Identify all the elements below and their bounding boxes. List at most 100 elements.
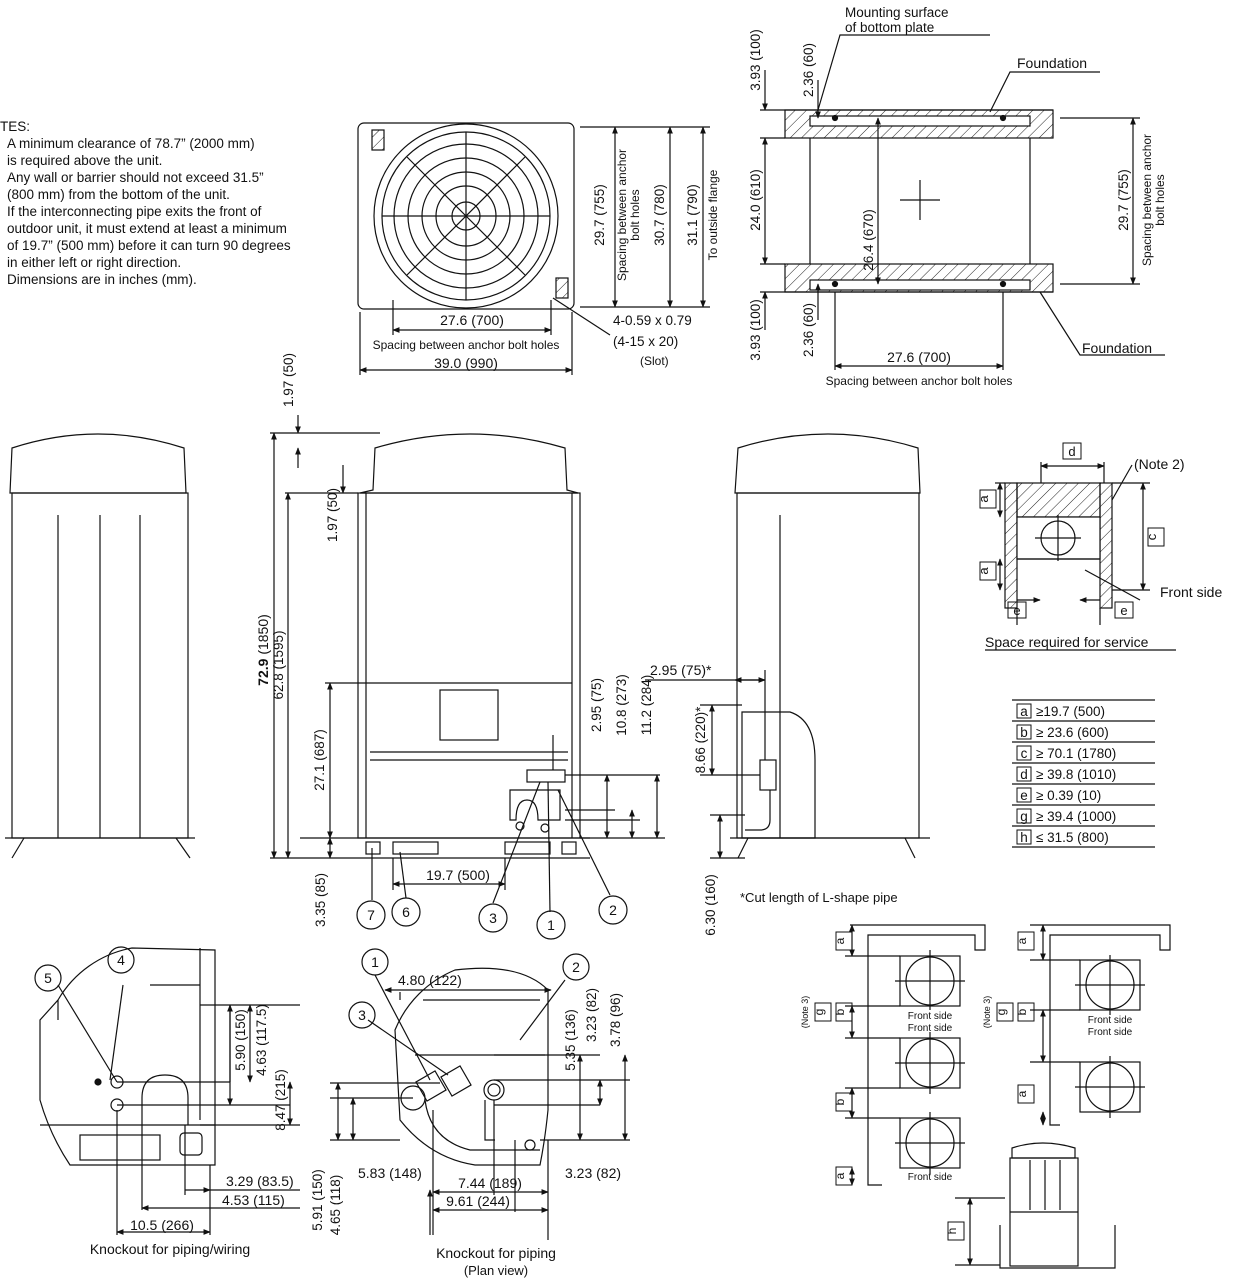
fnd-spacing-v1: Spacing between anchor (1140, 134, 1154, 266)
note-line: of 19.7” (500 mm) before it can turn 90 … (7, 238, 291, 253)
inst1-b-2: b (833, 1098, 847, 1105)
svc-front-side: Front side (1160, 584, 1222, 600)
spec-value-c: ≥ 70.1 (1780) (1036, 746, 1116, 761)
inst2-note3: (Note 3) (982, 996, 992, 1029)
kp-dim-148: 5.83 (148) (358, 1165, 422, 1181)
kp-dim-189: 7.44 (189) (458, 1175, 522, 1191)
top-dim-anchor: 27.6 (700) (440, 312, 504, 328)
kp-dim-136: 5.35 (136) (563, 1009, 578, 1071)
inst1-front-side-1: Front side (908, 1011, 953, 1022)
kp-callout-2: 2 (572, 959, 580, 975)
callout-7: 7 (367, 907, 375, 923)
inst2-b: b (1015, 1008, 1029, 1015)
spec-key-c: c (1021, 746, 1028, 761)
inst1-front-side-3: Front side (908, 1172, 953, 1183)
top-slot-2: (4-15 x 20) (613, 334, 678, 349)
spec-key-b: b (1020, 725, 1028, 740)
top-outside-flange: To outside flange (706, 169, 720, 260)
callout-1: 1 (547, 917, 555, 933)
inst2-front-side-2: Front side (1088, 1027, 1133, 1038)
kw-dim-115: 4.53 (115) (222, 1192, 285, 1208)
service-space-diagram (1004, 482, 1113, 625)
top-slot-1: 4-0.59 x 0.79 (613, 313, 692, 328)
foundation-top-label: Foundation (1017, 55, 1087, 71)
kp-callout-1: 1 (371, 954, 379, 970)
inst2-g: g (994, 1009, 1008, 1016)
svc-label-a-bottom: a (976, 567, 991, 575)
mounting-label-2: of bottom plate (845, 20, 934, 35)
knockout-piping-detail (394, 967, 549, 1166)
notes-heading: TES: (0, 119, 31, 134)
top-dim-780: 30.7 (780) (652, 184, 667, 246)
top-spacing-v1: Spacing between anchor (615, 149, 629, 281)
front-dim-1595: 62.8 (1595) (271, 630, 286, 699)
fnd-dim-700: 27.6 (700) (887, 349, 951, 365)
front-dim-75: 2.95 (75) (589, 678, 604, 732)
svc-label-c: c (1144, 533, 1159, 540)
callout-4: 4 (117, 952, 125, 968)
fnd-dim-bottom-60: 2.36 (60) (801, 303, 816, 357)
front-dim-inner-50: 1.97 (50) (325, 488, 340, 542)
spec-key-g: g (1020, 809, 1028, 824)
svc-note2: (Note 2) (1134, 456, 1185, 472)
note-line: A minimum clearance of 78.7” (2000 mm) (7, 136, 255, 151)
inst1-a-bottom: a (833, 1172, 847, 1179)
kw-dim-150: 5.90 (150) (233, 1009, 248, 1071)
kw-dim-266: 10.5 (266) (130, 1217, 194, 1233)
fnd-dim-610: 24.0 (610) (748, 169, 763, 231)
svc-label-a-top: a (976, 495, 991, 503)
front-dim-top-50: 1.97 (50) (281, 353, 296, 407)
front-dim-height: 72.9 (1850) (255, 614, 271, 686)
spec-value-a: ≥19.7 (500) (1036, 704, 1105, 719)
front-dim-85: 3.35 (85) (313, 873, 328, 927)
inst1-front-side-2: Front side (908, 1023, 953, 1034)
callout-5: 5 (44, 970, 52, 986)
fnd-spacing-v2: bolt holes (1153, 174, 1167, 225)
left-side-view (5, 433, 195, 859)
foundation-plan (784, 109, 1054, 293)
fnd-dim-755: 29.7 (755) (1116, 169, 1131, 231)
fnd-dim-670: 26.4 (670) (861, 209, 876, 271)
side-dim-75: 2.95 (75)* (650, 662, 712, 678)
note-line: Dimensions are in inches (mm). (7, 272, 197, 287)
top-dim-790: 31.1 (790) (685, 184, 700, 246)
kp-dim-244: 9.61 (244) (446, 1193, 510, 1209)
front-callouts (356, 895, 628, 940)
spec-key-d: d (1020, 767, 1028, 782)
front-dim-687: 27.1 (687) (312, 729, 327, 791)
kp-caption-1: Knockout for piping (436, 1245, 556, 1261)
kp-callout-3: 3 (358, 1007, 366, 1023)
inst1-a-top: a (833, 937, 847, 944)
svc-title: Space required for service (985, 634, 1149, 650)
top-dim-width: 39.0 (990) (434, 355, 498, 371)
inst2-a-top: a (1015, 937, 1029, 944)
front-dim-284: 11.2 (284) (639, 675, 654, 736)
inst1-b-1: b (833, 1008, 847, 1015)
spec-value-h: ≤ 31.5 (800) (1036, 830, 1109, 845)
inst1-note3: (Note 3) (800, 996, 810, 1029)
note-line: Any wall or barrier should not exceed 31… (7, 170, 264, 185)
spec-value-e: ≥ 0.39 (10) (1036, 788, 1101, 803)
front-dim-273: 10.8 (273) (614, 674, 629, 736)
kp-dim-122: 4.80 (122) (398, 972, 462, 988)
spec-value-b: ≥ 23.6 (600) (1036, 725, 1109, 740)
svc-label-e-right: e (1120, 603, 1127, 618)
inst3-h: h (945, 1228, 959, 1235)
note-line: outdoor unit, it must extend at least a … (7, 221, 287, 236)
fnd-dim-top-60: 2.36 (60) (801, 43, 816, 97)
kp-dim-150: 5.91 (150) (310, 1169, 325, 1231)
top-view-unit (357, 122, 575, 310)
spec-table-frame (1012, 699, 1155, 848)
kw-dim-117: 4.63 (117.5) (254, 1004, 269, 1076)
inst2-front-side-1: Front side (1088, 1015, 1133, 1026)
right-side-view (730, 433, 930, 859)
kw-caption: Knockout for piping/wiring (90, 1241, 250, 1257)
svc-label-e-left: e (1013, 603, 1020, 618)
top-spacing-v2: bolt holes (628, 189, 642, 240)
callout-2: 2 (609, 902, 617, 918)
spec-key-h: h (1020, 830, 1028, 845)
kp-dim-82h: 3.23 (82) (565, 1165, 621, 1181)
note-line: (800 mm) from the bottom of the unit. (7, 187, 230, 202)
knockout-wiring-detail (39, 947, 216, 1166)
